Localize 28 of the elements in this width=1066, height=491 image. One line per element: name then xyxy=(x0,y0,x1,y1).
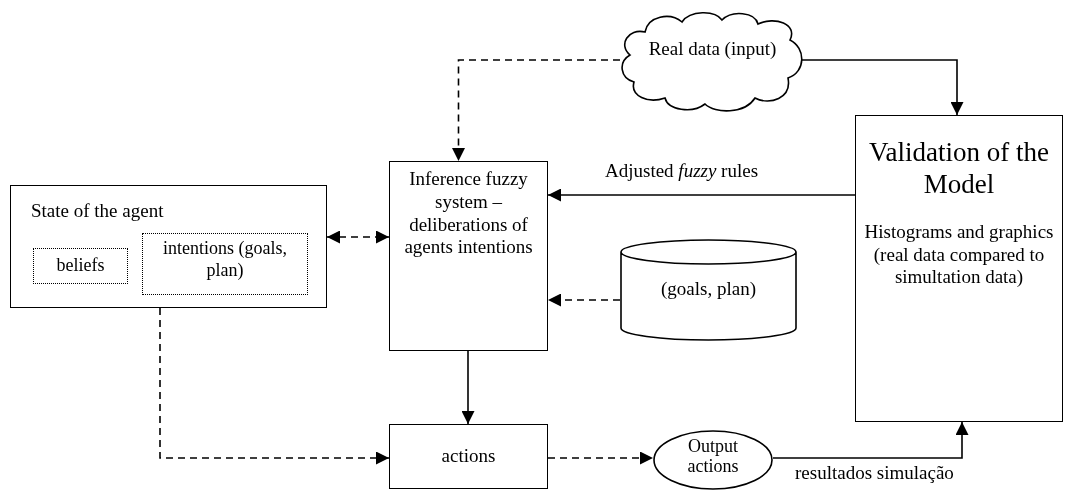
arrow xyxy=(159,307,390,465)
output-ellipse xyxy=(653,430,773,490)
state-box xyxy=(10,185,327,308)
node-text: Real data (input) xyxy=(647,37,778,61)
process-box xyxy=(389,424,548,489)
data-cloud xyxy=(620,10,805,113)
process-box xyxy=(389,161,548,351)
node-text: actions xyxy=(440,444,497,468)
node-text: State of the agent xyxy=(30,199,165,223)
beliefs-box xyxy=(33,248,128,284)
database-cylinder xyxy=(620,240,797,340)
arrow xyxy=(547,188,856,202)
validation-box xyxy=(855,115,1063,422)
node-text: Output actions xyxy=(686,435,740,477)
arrow xyxy=(461,350,475,425)
arrow xyxy=(801,59,964,116)
intentions-box xyxy=(142,233,308,295)
arrow xyxy=(452,59,621,162)
arrow xyxy=(547,451,654,465)
arrow xyxy=(772,421,969,459)
node-text: (goals, plan) xyxy=(660,277,757,301)
box-title: Validation of the Model xyxy=(868,136,1050,201)
node-text: Histograms and graphics (real data compared to simultation data) xyxy=(863,219,1055,290)
arrow xyxy=(326,230,390,244)
arrow xyxy=(547,293,621,307)
node-text: beliefs xyxy=(55,254,106,277)
node-text: Inference fuzzy system –deliberations of agents intentions xyxy=(403,167,534,260)
node-text: intentions (goals, plan) xyxy=(162,237,288,282)
